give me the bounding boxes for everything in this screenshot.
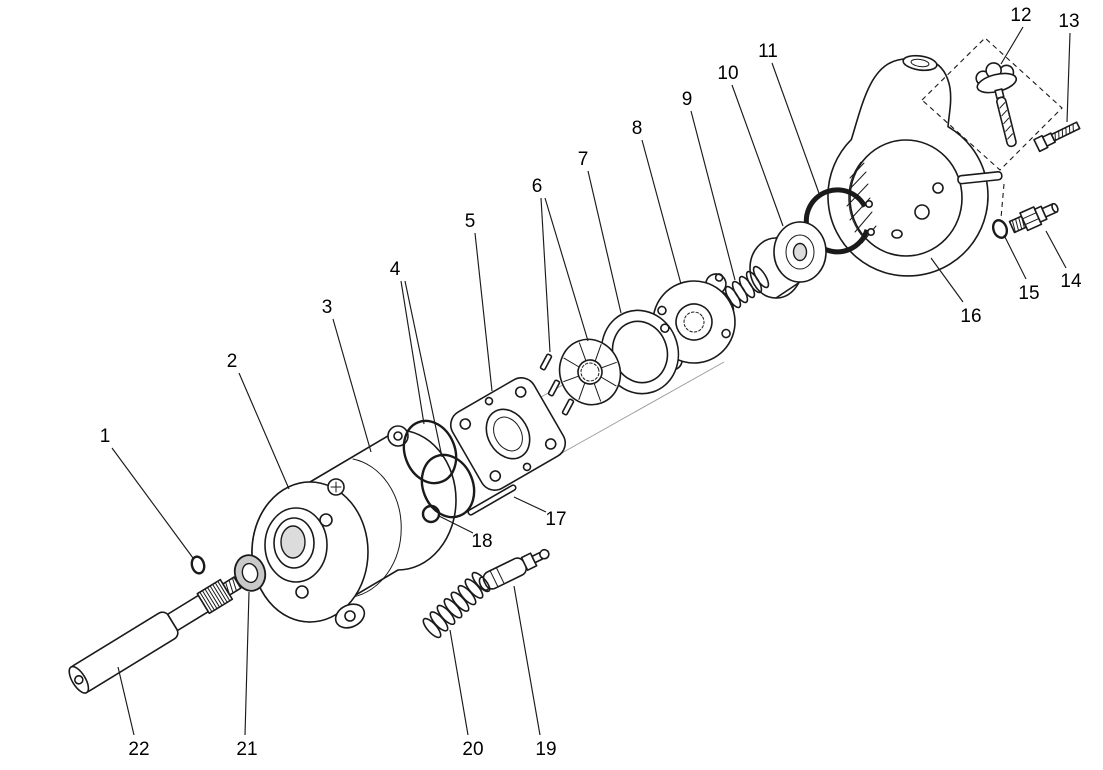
leader-line-8	[641, 139, 682, 285]
leader-line-5	[474, 232, 493, 392]
leader-line-6	[540, 197, 551, 353]
callout-18: 18	[471, 531, 492, 552]
part-vanes-6	[539, 353, 575, 416]
callout-20: 20	[462, 739, 483, 760]
callout-13: 13	[1058, 11, 1079, 32]
leader-line-2	[238, 372, 290, 490]
part-flow-control-valve-19	[478, 548, 550, 591]
leader-line-16	[930, 257, 964, 303]
leader-line-13	[1066, 32, 1071, 123]
callout-2: 2	[227, 351, 238, 372]
callout-1: 1	[100, 426, 111, 447]
leader-line-10	[731, 84, 784, 227]
part-spring-20	[422, 571, 491, 639]
part-cup-10	[749, 221, 827, 299]
part-drive-shaft-22	[68, 576, 242, 694]
callout-19: 19	[535, 739, 556, 760]
leader-line-3	[332, 318, 372, 453]
leader-line-22	[117, 666, 135, 736]
part-rotor-6	[558, 338, 622, 406]
part-stud-13	[1033, 121, 1081, 153]
part-mounting-stud	[957, 170, 1003, 185]
callout-6: 6	[532, 176, 543, 197]
callout-8: 8	[632, 118, 643, 139]
callout-4: 4	[390, 259, 401, 280]
leader-line-20	[449, 629, 469, 736]
leader-line-17	[513, 496, 547, 513]
leader-line-1	[111, 447, 194, 559]
leader-line-15	[1003, 234, 1027, 280]
leader-line-12	[1000, 26, 1024, 65]
leader-line-19	[513, 585, 541, 736]
callout-12: 12	[1010, 5, 1031, 26]
leader-line-4	[400, 280, 425, 425]
callout-10: 10	[717, 63, 738, 84]
leader-line-7	[587, 170, 622, 314]
part-o-ring-18	[421, 504, 441, 524]
part-o-rings-4	[402, 419, 476, 519]
fitting-alignment-line	[1000, 183, 1005, 219]
callout-3: 3	[322, 297, 333, 318]
callout-14: 14	[1060, 271, 1082, 292]
part-o-ring-1	[190, 555, 206, 575]
leader-line-4	[404, 280, 443, 458]
callout-17: 17	[545, 509, 566, 530]
callout-16: 16	[960, 306, 981, 327]
leader-line-18	[438, 515, 474, 534]
callout-21: 21	[236, 739, 257, 760]
callout-5: 5	[465, 211, 476, 232]
callout-22: 22	[128, 739, 149, 760]
part-seal-21	[233, 554, 267, 592]
leader-line-21	[244, 591, 250, 736]
callout-15: 15	[1018, 283, 1039, 304]
part-pin-17	[467, 484, 517, 516]
leader-lines	[111, 26, 1071, 736]
part-reservoir-16	[827, 54, 1003, 277]
callout-11: 11	[758, 41, 778, 62]
part-cap-dipstick-12	[975, 62, 1018, 148]
leader-line-6	[544, 197, 589, 342]
part-o-ring-15	[991, 219, 1009, 239]
leader-line-11	[771, 62, 821, 197]
cap-assembly-outline	[921, 37, 1063, 171]
part-end-plate-5	[449, 377, 567, 491]
leader-line-14	[1045, 230, 1067, 269]
leader-line-9	[690, 110, 736, 281]
callout-9: 9	[682, 89, 693, 110]
part-fitting-14	[1008, 202, 1059, 234]
part-pump-housing-2-3	[251, 425, 457, 629]
callout-7: 7	[578, 149, 589, 170]
